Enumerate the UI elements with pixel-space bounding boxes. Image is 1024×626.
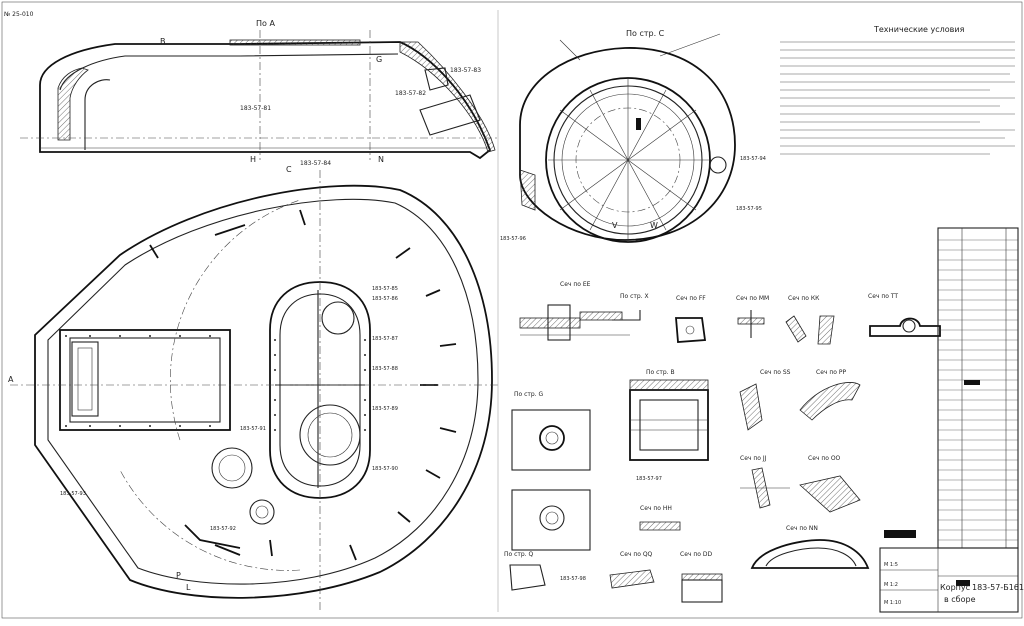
scale-3: М 1:10	[884, 600, 901, 606]
scale-2: М 1:2	[884, 582, 898, 588]
section-tt-label: Сеч по TT	[868, 293, 898, 300]
side-view: B 183-57-81 183-57-82 183-57-83 183-57-8…	[20, 19, 500, 167]
redaction-bar-title	[884, 530, 916, 538]
label-part-1: 183-57-81	[240, 105, 271, 112]
mark-p: P	[176, 571, 181, 580]
view-g-label: По стр. G	[514, 391, 544, 398]
redaction-bar	[964, 380, 980, 385]
bill-of-materials	[937, 227, 1019, 549]
view-x-label: По стр. X	[620, 293, 649, 300]
section-qq-label: Сеч по QQ	[620, 551, 653, 558]
label-part-8: 183-57-88	[372, 366, 398, 372]
section-row-2: По стр. В 183-57-97 Сеч по SS Сеч по PP …	[511, 369, 861, 482]
section-row-1: Сеч по ЕЕ По стр. X Сеч по FF Сеч по MM …	[519, 281, 941, 345]
mark-h: H	[250, 155, 256, 164]
label-part-10: 183-57-90	[372, 466, 398, 472]
black-marker	[636, 118, 641, 130]
section-dd-label: Сеч по DD	[680, 551, 712, 558]
mark-n: N	[378, 155, 384, 164]
tech-notes-title: Технические условия	[873, 25, 965, 34]
view-c: По стр. С V W 183-57-94 183-57-95 183-57…	[500, 29, 766, 243]
view-c-label: По стр. С	[626, 29, 665, 38]
label-part-11: 183-57-91	[240, 426, 266, 432]
label-part-2: 183-57-82	[395, 90, 426, 97]
label-part-9: 183-57-89	[372, 406, 398, 412]
section-oo-label: Сеч по OO	[808, 455, 841, 462]
title-subname: в сборе	[944, 595, 976, 604]
mark-c: C	[286, 165, 292, 174]
label-part-12: 183-57-92	[210, 526, 236, 532]
mark-v: V	[612, 221, 618, 230]
label-part-5: 183-57-85	[372, 286, 398, 292]
label-part-6: 183-57-86	[372, 296, 398, 302]
mark-w: W	[650, 221, 658, 230]
view-q-label: По стр. Q	[504, 551, 534, 558]
mark-g: G	[376, 55, 382, 64]
label-part-14: 183-57-94	[740, 156, 766, 162]
view-b-label: По стр. В	[646, 369, 675, 376]
mark-b: B	[160, 37, 166, 46]
mark-l: L	[186, 583, 191, 592]
label-part-16: 183-57-96	[500, 236, 526, 242]
title-name: Корпус	[940, 583, 970, 592]
section-row-4: По стр. Q Сеч по QQ Сеч по DD 183-57-98	[504, 551, 723, 603]
label-part-3: 183-57-83	[450, 67, 481, 74]
section-mm-label: Сеч по MM	[736, 295, 769, 302]
section-jj-label: Сеч по JJ	[740, 455, 767, 462]
sheet-number-stamp: № 25-010	[4, 11, 34, 18]
view-a-label: По А	[256, 19, 275, 28]
drawing-number: 183-57-Б161	[972, 583, 1024, 592]
section-pp-label: Сеч по PP	[816, 369, 846, 376]
label-part-17: 183-57-97	[636, 476, 662, 482]
rivet-row	[65, 335, 366, 431]
section-ss-label: Сеч по SS	[760, 369, 791, 376]
redaction-bar-title-2	[956, 580, 970, 586]
section-ee-label: Сеч по ЕЕ	[560, 281, 591, 288]
section-nn-label: Сеч по NN	[786, 525, 818, 532]
scale-1: М 1:5	[884, 562, 898, 568]
radial-slots	[149, 209, 457, 561]
label-part-4: 183-57-84	[300, 160, 331, 167]
section-kk-label: Сеч по КК	[788, 295, 820, 302]
label-part-7: 183-57-87	[372, 336, 398, 342]
section-ff-label: Сеч по FF	[676, 295, 706, 302]
section-row-3: Сеч по JJ Сеч по OO Сеч по HH Сеч по NN	[511, 455, 870, 569]
plan-view: A P L C 183-57-85 183-57-86 183-57-87 18…	[8, 165, 500, 610]
technical-notes: Технические условия	[780, 25, 1015, 155]
label-part-18: 183-57-98	[560, 576, 586, 582]
title-block: 183-57-Б161 Корпус в сборе М 1:5 М 1:2 М…	[879, 530, 1024, 613]
mark-a: A	[8, 375, 14, 384]
label-part-13: 183-57-93	[60, 491, 86, 497]
section-hh-label: Сеч по HH	[640, 505, 672, 512]
label-part-15: 183-57-95	[736, 206, 762, 212]
